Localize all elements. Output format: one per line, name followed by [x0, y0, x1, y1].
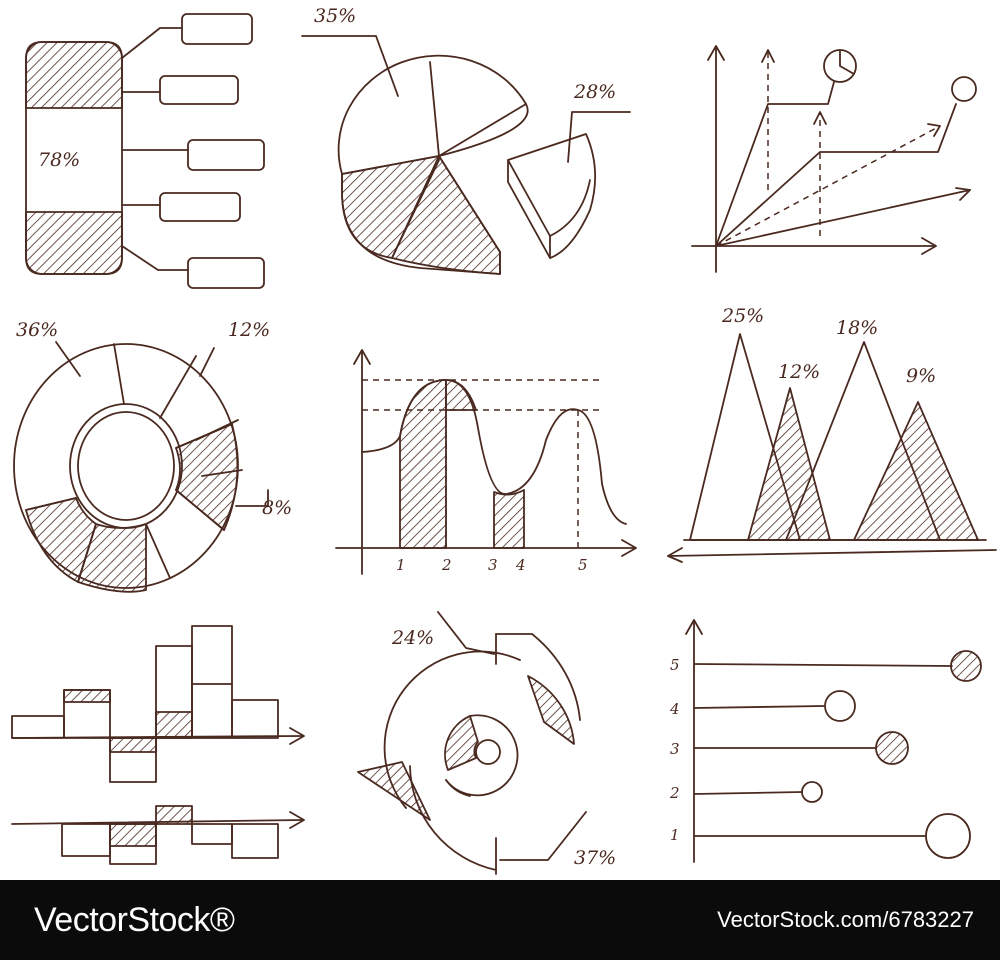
concentric-arcs-chart: 24% 37% [357, 611, 616, 875]
segmented-ring-chart: 36% 12% 8% [13, 319, 292, 593]
lollipop-tick-2: 2 [669, 784, 680, 802]
vectorstock-logo: VectorStock® [34, 900, 235, 939]
arc-label-b: 37% [574, 847, 616, 869]
sketch-canvas: 78% 35% 28% [11, 5, 997, 875]
wave-interval-chart: 1 2 3 4 5 [335, 349, 637, 575]
wave-tick-5: 5 [578, 556, 588, 574]
wave-tick-3: 3 [488, 556, 498, 574]
lollipop-chart: 5 4 3 2 1 [669, 619, 982, 863]
lollipop-tick-3: 3 [670, 740, 680, 758]
ring-label-c: 8% [262, 497, 292, 519]
watermark-footer: VectorStock® VectorStock.com/6783227 [0, 880, 1000, 960]
infographic-sketch-sheet: 78% 35% 28% [11, 5, 997, 875]
arc-label-a: 24% [391, 627, 434, 649]
growth-arrows-chart [691, 45, 977, 273]
stepped-bar-chart [11, 625, 305, 865]
peak-label-a: 25% [721, 305, 764, 327]
banded-column-callouts: 78% [25, 13, 265, 289]
peak-label-d: 9% [906, 365, 936, 387]
peak-label-c: 18% [836, 317, 878, 339]
peak-label-b: 12% [778, 361, 820, 383]
wave-tick-4: 4 [515, 556, 526, 574]
band-percent-label: 78% [38, 149, 80, 171]
lollipop-tick-1: 1 [670, 826, 680, 844]
ring-label-b: 12% [228, 319, 270, 341]
wave-tick-1: 1 [396, 556, 406, 574]
pie-label-b: 28% [573, 81, 616, 103]
lollipop-tick-5: 5 [670, 656, 680, 674]
exploded-pie-chart: 35% 28% [301, 5, 631, 275]
ring-label-a: 36% [16, 319, 58, 341]
pie-label-a: 35% [314, 5, 356, 27]
triangle-peaks-chart: 25% 12% 18% 9% [667, 305, 997, 563]
stock-image-id: VectorStock.com/6783227 [717, 907, 974, 932]
wave-tick-2: 2 [441, 556, 452, 574]
lollipop-tick-4: 4 [669, 700, 680, 718]
